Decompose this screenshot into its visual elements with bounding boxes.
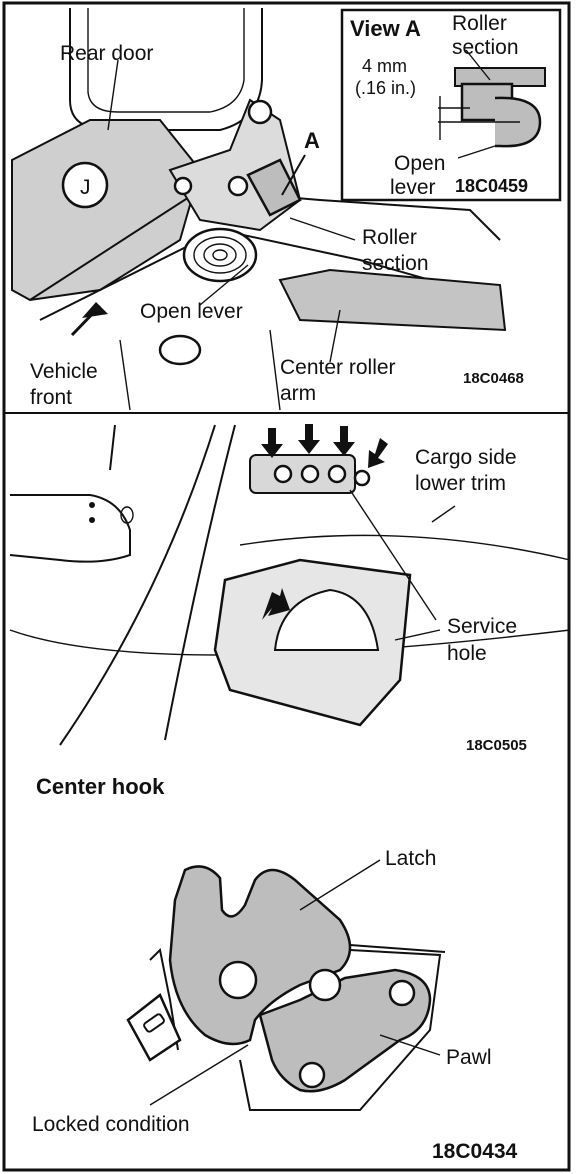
latch-pivot	[218, 960, 258, 1000]
pillar-top	[109, 424, 116, 471]
hinge-pin-3	[173, 176, 193, 196]
inset-open-lever-leader	[457, 145, 496, 159]
center-hook-title: Center hook	[36, 774, 165, 799]
trim-clip-2	[300, 464, 320, 484]
bracket-hole	[120, 506, 134, 524]
inset-dimension-in: (.16 in.)	[355, 78, 416, 98]
center-hook-illustration	[126, 859, 446, 1111]
rail-upper	[29, 188, 501, 301]
middle-panel-illustration	[9, 424, 571, 746]
rear-door-leader	[107, 59, 119, 131]
inset-label-roller-line1: Roller	[452, 12, 507, 35]
label-locked-condition: Locked condition	[32, 1113, 190, 1136]
label-cargo-trim-line2: lower trim	[415, 472, 506, 495]
hook-tab	[126, 993, 182, 1062]
service-hole-leader-2	[394, 629, 441, 641]
door-body-shade	[11, 119, 202, 302]
label-open-lever: Open lever	[140, 300, 243, 323]
pawl-lower-pin	[298, 1061, 326, 1089]
hook-rod	[349, 944, 446, 953]
label-center-roller-arm-line1: Center roller	[280, 356, 396, 379]
hinge-pin-2	[227, 175, 249, 197]
pawl-shape	[258, 968, 432, 1093]
label-roller-section-line2: section	[362, 252, 429, 275]
figure-code-18c0468: 18C0468	[463, 370, 524, 387]
door-handle	[61, 161, 109, 209]
figure-code-18c0434: 18C0434	[432, 1140, 518, 1163]
label-callout-a: A	[304, 128, 320, 153]
roller-section-leader	[289, 217, 356, 241]
service-hole-opening	[273, 588, 380, 651]
bracket-dot-1	[89, 502, 95, 508]
hook-back-plate	[239, 949, 442, 1111]
locked-condition-leader	[149, 1044, 249, 1106]
roller-a-body	[246, 158, 302, 217]
seat-bracket	[9, 494, 131, 563]
inset-roller-leader	[465, 49, 491, 81]
callout-a-leader	[281, 154, 306, 196]
pawl-stud	[388, 979, 416, 1007]
figure-code-18c0505: 18C0505	[466, 737, 527, 754]
trim-clip-1	[273, 464, 293, 484]
trim-edge-line	[239, 534, 571, 561]
service-arrow	[262, 588, 290, 620]
cargo-trim-leader	[431, 505, 456, 523]
lower-bracket-lines	[119, 329, 281, 411]
hinge-pin-1	[247, 99, 273, 125]
open-lever-leader	[199, 264, 249, 306]
inset-label-open-line1: Open	[394, 152, 445, 175]
label-cargo-trim-line1: Cargo side	[415, 446, 517, 469]
label-vehicle-front-line2: front	[30, 386, 72, 409]
pawl-pivot	[308, 968, 342, 1002]
push-arrows	[261, 424, 388, 468]
pawl-leader	[379, 1034, 441, 1056]
center-roller-arm-leader	[329, 309, 341, 363]
latch-leader	[299, 859, 381, 911]
figure-code-18c0459: 18C0459	[455, 176, 528, 196]
trim-clip-4	[353, 469, 371, 487]
bracket-dot-2	[89, 517, 95, 523]
top-panel-illustration: J	[11, 8, 507, 411]
label-roller-section-line1: Roller	[362, 226, 417, 249]
inset-label-open-line2: lever	[390, 176, 436, 199]
label-rear-door: Rear door	[60, 42, 153, 65]
pillar-edge-left	[59, 424, 216, 746]
vehicle-front-arrow-shaft	[70, 304, 102, 337]
door-handle-mark: J	[80, 176, 91, 199]
inset-title: View A	[350, 16, 421, 41]
label-service-hole-line1: Service	[447, 615, 517, 638]
roller-spring	[182, 227, 258, 283]
inset-dimension-mm: 4 mm	[362, 56, 407, 76]
hook-tab-slot	[143, 1013, 165, 1033]
inset-label-roller-line2: section	[452, 36, 519, 59]
latch-shape	[168, 865, 352, 1046]
label-latch: Latch	[385, 847, 436, 870]
label-vehicle-front-line1: Vehicle	[30, 360, 98, 383]
rear-door-inner	[87, 8, 245, 113]
pillar-edge-right	[164, 424, 236, 741]
label-service-hole-line2: hole	[447, 642, 487, 665]
label-pawl: Pawl	[446, 1046, 492, 1069]
service-hole-leader-1	[349, 489, 437, 621]
trim-clip-3	[327, 464, 347, 484]
rear-door-outline	[69, 8, 263, 131]
label-center-roller-arm-line2: arm	[280, 382, 316, 405]
lower-grommet	[158, 334, 202, 366]
inset-view-a	[340, 8, 562, 202]
center-roller-arm-shape	[278, 268, 507, 332]
